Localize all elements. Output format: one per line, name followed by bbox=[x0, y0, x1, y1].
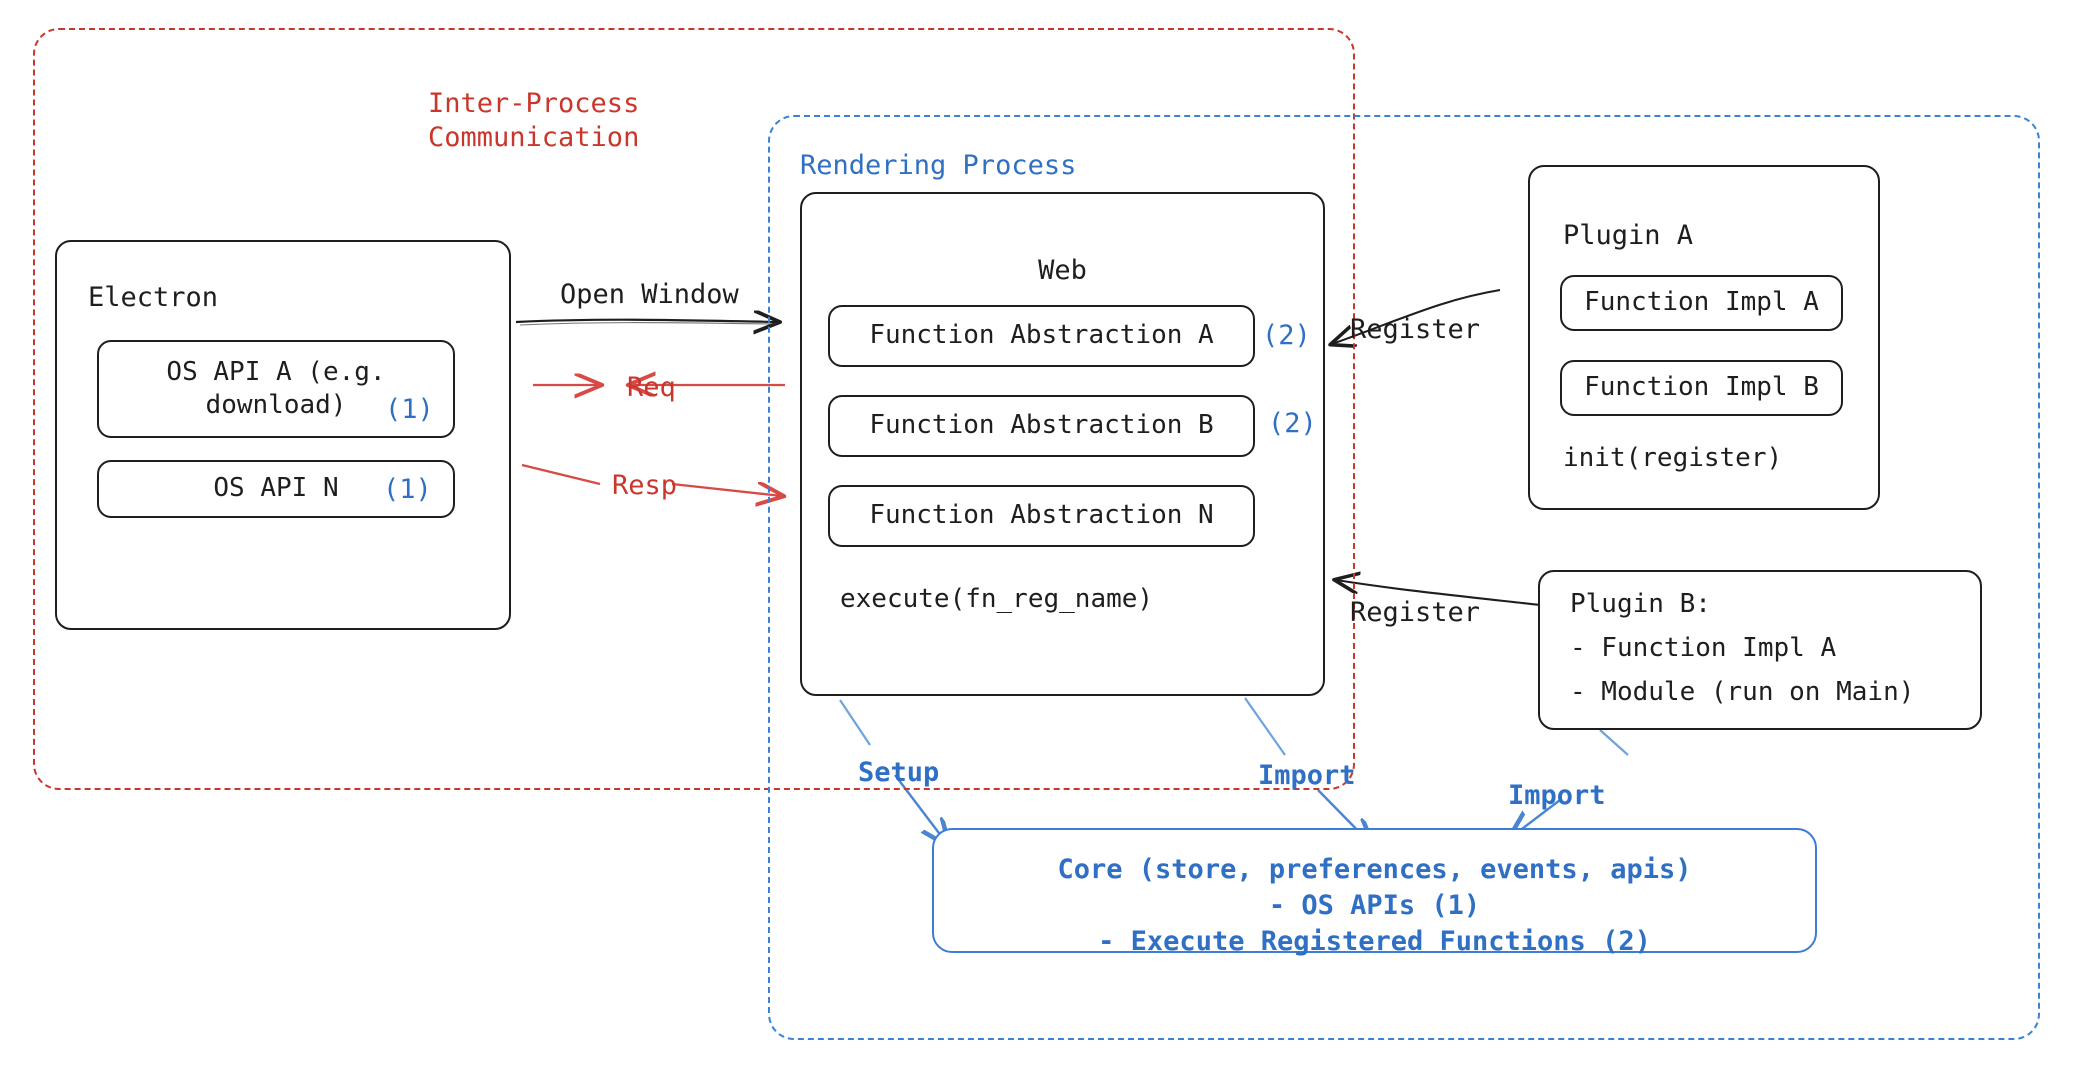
function-abstraction-n-box[interactable]: Function Abstraction N bbox=[828, 485, 1255, 547]
function-abstraction-a-label: Function Abstraction A bbox=[869, 320, 1214, 351]
core-box[interactable] bbox=[932, 828, 1817, 953]
plugin-b-box[interactable] bbox=[1538, 570, 1982, 730]
ipc-boundary-label-line2: Communication bbox=[428, 122, 640, 153]
plugin-a-box[interactable] bbox=[1528, 165, 1880, 510]
web-execute-label: execute(fn_reg_name) bbox=[840, 584, 1154, 614]
function-impl-b-label: Function Impl B bbox=[1584, 372, 1819, 403]
core-line-1: Core (store, preferences, events, apis) bbox=[1057, 854, 1692, 885]
plugin-b-item-2: - Module (run on Main) bbox=[1570, 677, 1915, 707]
edge-import-web-label: Import bbox=[1258, 760, 1356, 791]
function-impl-b-box[interactable]: Function Impl B bbox=[1560, 360, 1843, 416]
function-impl-a-label: Function Impl A bbox=[1584, 287, 1819, 318]
os-api-n-marker: (1) bbox=[383, 474, 432, 505]
core-line-3: - Execute Registered Functions (2) bbox=[1098, 926, 1651, 957]
os-api-a-box[interactable]: OS API A (e.g. download) bbox=[97, 340, 455, 438]
plugin-b-item-1: - Function Impl A bbox=[1570, 633, 1837, 663]
function-abstraction-b-marker: (2) bbox=[1268, 408, 1317, 439]
os-api-n-label: OS API N bbox=[213, 473, 339, 504]
os-api-n-box[interactable]: OS API N bbox=[97, 460, 455, 518]
function-abstraction-a-marker: (2) bbox=[1262, 320, 1311, 351]
function-abstraction-b-box[interactable]: Function Abstraction B bbox=[828, 395, 1255, 457]
function-impl-a-box[interactable]: Function Impl A bbox=[1560, 275, 1843, 331]
edge-resp-label: Resp bbox=[612, 470, 678, 501]
register-plugin-a-label: Register bbox=[1350, 314, 1481, 345]
function-abstraction-b-label: Function Abstraction B bbox=[869, 410, 1214, 441]
plugin-b-title: Plugin B: bbox=[1570, 589, 1711, 619]
function-abstraction-n-label: Function Abstraction N bbox=[869, 500, 1214, 531]
web-title: Web bbox=[1038, 255, 1087, 286]
os-api-a-label: OS API A (e.g. download) bbox=[166, 356, 386, 420]
electron-title: Electron bbox=[88, 282, 219, 313]
plugin-a-title: Plugin A bbox=[1563, 220, 1694, 251]
register-plugin-b-label: Register bbox=[1350, 597, 1481, 628]
edge-setup-label: Setup bbox=[858, 757, 940, 788]
edge-open-window-label: Open Window bbox=[560, 279, 739, 310]
rendering-process-boundary bbox=[768, 115, 2040, 1040]
plugin-a-init-label: init(register) bbox=[1563, 443, 1783, 473]
ipc-boundary bbox=[33, 28, 1355, 790]
core-line-2: - OS APIs (1) bbox=[1268, 890, 1481, 921]
function-abstraction-a-box[interactable]: Function Abstraction A bbox=[828, 305, 1255, 367]
ipc-boundary-label-line1: Inter-Process bbox=[428, 88, 640, 119]
edge-req-label: Req bbox=[627, 372, 676, 403]
os-api-a-marker: (1) bbox=[385, 394, 434, 425]
rendering-process-label: Rendering Process bbox=[800, 150, 1077, 181]
edge-import-plugin-label: Import bbox=[1508, 780, 1606, 811]
